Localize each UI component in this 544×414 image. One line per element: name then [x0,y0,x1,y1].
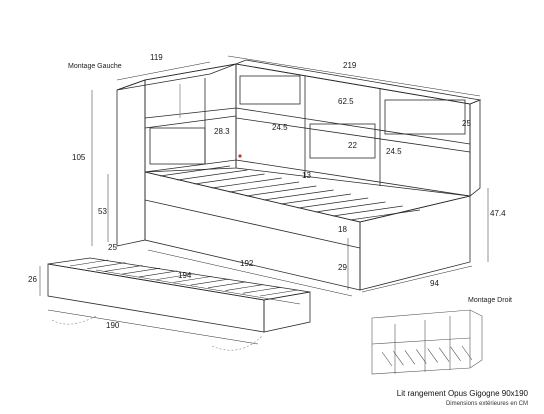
back-panel-3 [309,123,376,159]
bed-slat [263,189,334,201]
trundle-slat [156,273,195,280]
drawing-subtitle: Dimensions extérieures en CM [446,401,528,407]
inset-slat [427,348,438,363]
left-drawer-box [149,127,206,165]
dim-119: 119 [150,53,163,62]
inset-slat [461,345,473,361]
dim-47-4: 47.4 [490,209,506,218]
inset-outline [371,309,483,375]
dimension-lines [39,55,489,345]
dim-62-5: 62.5 [338,97,354,106]
dim-192: 192 [240,259,254,268]
bed-slat [246,185,317,197]
label-montage-droit: Montage Droit [468,297,512,304]
bed-slat [177,169,248,181]
trundle-slat [104,265,143,272]
bed-slat [159,165,231,177]
bed-slat [229,181,300,193]
dim-line-192 [147,249,353,297]
inset-slat [416,349,427,364]
left-tower-top [116,63,237,91]
left-tower-side [116,79,146,247]
motion-arrows [51,315,263,351]
dim-25-base: 25 [108,243,117,252]
bed-drawer-line [144,199,361,249]
trundle-slat [87,262,126,270]
label-montage-gauche: Montage Gauche [68,63,122,70]
dim-24-5-right: 24.5 [386,147,402,156]
dim-25-right: 25 [462,119,471,128]
trundle-slat [139,270,178,278]
dim-53: 53 [98,207,107,216]
dim-line-219 [227,55,481,97]
dim-line-94 [361,265,473,293]
bed-top-rim [144,159,471,223]
inset-slat [438,347,450,362]
bed-end-panel [359,195,471,291]
dim-194: 194 [178,271,192,280]
back-panel-1 [239,75,301,105]
dim-28-3: 28.3 [214,127,230,136]
dim-219: 219 [343,61,357,70]
back-shelf-mid [235,107,471,145]
arrow-right [211,335,263,351]
trundle-slat [259,289,299,297]
trundle-bed [47,257,311,333]
left-tower [116,63,237,247]
back-right-side [469,99,481,197]
arrow-left [51,315,97,325]
inset-slat [381,351,393,367]
dim-26: 26 [28,275,37,284]
inset-shelf [371,337,471,345]
dim-94: 94 [430,279,439,288]
trundle-slats [69,259,299,297]
trundle-slat [173,276,212,283]
dim-29: 29 [338,263,347,272]
inset-slat [404,350,416,365]
bed-slat [332,205,403,217]
inset-slat [393,350,404,366]
drawing-title: Lit rangement Opus Gigogne 90x190 [397,389,529,398]
inset-slat [450,346,461,362]
inset-montage-droit [371,309,483,375]
bed-slat [315,201,386,213]
trundle-slat [225,284,264,291]
trundle-slat [121,267,160,275]
left-shelf-1 [144,107,237,119]
marker-dot [238,154,242,158]
bed-frame [144,159,471,291]
back-shelf-low [235,117,471,153]
bed-slats [159,165,421,221]
bed-slat [194,173,265,185]
trundle-slat [208,281,247,289]
left-shelf-2 [144,115,237,129]
dim-line-194 [95,269,301,305]
dim-105: 105 [72,153,86,162]
dim-24-5-left: 24.5 [272,123,288,132]
dim-line-190 [47,309,259,345]
trundle-slat [242,286,281,294]
trundle-slat [190,278,229,286]
trundle-end [263,291,311,333]
dim-13: 13 [302,171,311,180]
bed-slat [298,197,369,209]
bed-slat [349,209,421,221]
trundle-slat [69,259,109,267]
dim-22: 22 [348,141,357,150]
back-panel-2 [384,99,466,135]
back-top [234,59,482,105]
dim-line-119 [116,61,211,81]
dim-18: 18 [338,225,347,234]
dim-190: 190 [106,321,120,330]
bed-slat [211,177,282,189]
bed-slat [280,193,351,205]
